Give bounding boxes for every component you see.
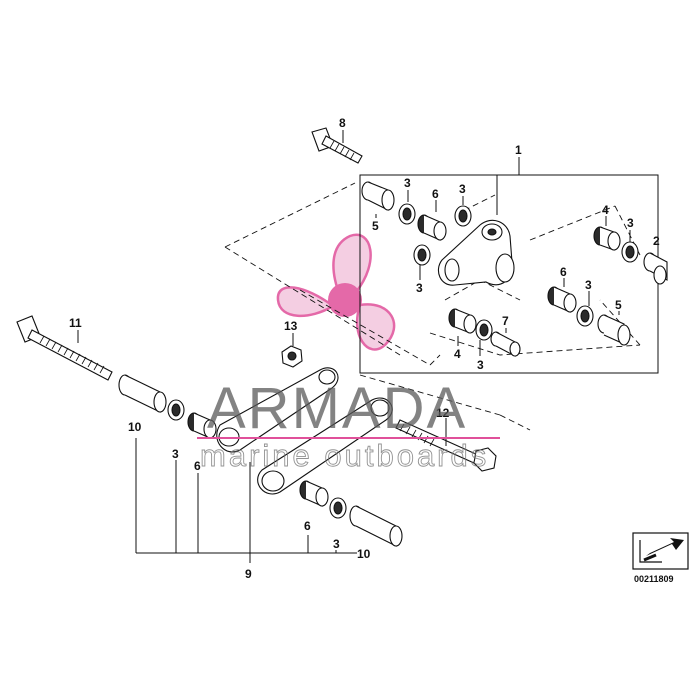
bushing-6-a <box>417 214 447 241</box>
callout-3: 3 <box>585 278 592 292</box>
callout-3: 3 <box>333 537 340 551</box>
callout-3: 3 <box>416 281 423 295</box>
washer-3-g <box>167 399 185 421</box>
callout-3: 3 <box>172 447 179 461</box>
washer-3-c <box>413 244 431 266</box>
callout-numbers: 1 2 3 3 3 3 3 3 3 3 4 4 5 5 6 6 6 6 7 8 … <box>69 116 660 581</box>
bolt-12 <box>395 418 497 472</box>
sleeve-10-right <box>349 505 403 547</box>
washer-3-h <box>329 497 347 519</box>
callout-12: 12 <box>436 406 450 420</box>
callout-5: 5 <box>615 298 622 312</box>
reference-number: 00211809 <box>634 574 674 584</box>
watermark-brand: ARMADA <box>207 376 467 441</box>
callout-3: 3 <box>459 182 466 196</box>
callout-3: 3 <box>627 216 634 230</box>
sleeve-5-right <box>597 314 631 346</box>
callout-11: 11 <box>69 316 82 330</box>
bushing-4-b <box>448 308 477 334</box>
callout-10: 10 <box>357 547 371 561</box>
callout-13: 13 <box>284 319 298 333</box>
callout-4: 4 <box>602 203 609 217</box>
callout-10: 10 <box>128 420 142 434</box>
armada-watermark: ARMADA marine outboards <box>197 376 500 473</box>
link-rod-9 <box>216 367 393 495</box>
sleeve-2 <box>643 252 668 285</box>
reference-arrow-icon <box>632 532 689 570</box>
bolt-11 <box>16 315 113 381</box>
callout-7: 7 <box>502 314 509 328</box>
callout-3: 3 <box>404 176 411 190</box>
watermark-tagline: marine outboards <box>200 438 489 473</box>
callout-2: 2 <box>653 234 660 248</box>
rocker-bracket <box>437 219 515 286</box>
washer-3-d <box>621 241 639 263</box>
callout-4: 4 <box>454 347 461 361</box>
bushing-4-a <box>593 226 621 251</box>
bottom-callout-bracket <box>135 438 357 563</box>
washer-3-f <box>475 319 493 341</box>
callout-5: 5 <box>372 219 379 233</box>
callout-6: 6 <box>304 519 311 533</box>
callout-6: 6 <box>560 265 567 279</box>
propeller-logo-icon <box>276 233 396 351</box>
group-1-leaders <box>375 190 631 356</box>
washer-3-a <box>398 203 416 225</box>
washer-3-e <box>576 305 594 327</box>
sleeve-10-left <box>118 374 167 413</box>
sleeve-5-top <box>361 181 395 211</box>
callout-6: 6 <box>194 459 201 473</box>
bushing-6-d <box>299 480 329 507</box>
callout-6: 6 <box>432 187 439 201</box>
bolt-8 <box>311 127 363 164</box>
callout-8: 8 <box>339 116 346 130</box>
washer-3-b <box>454 205 472 227</box>
bushing-6-b <box>547 286 577 313</box>
pin-7 <box>490 331 521 357</box>
callout-3: 3 <box>477 358 484 372</box>
callout-9: 9 <box>245 567 252 581</box>
nut-13 <box>281 333 303 368</box>
callout-1: 1 <box>515 143 522 157</box>
